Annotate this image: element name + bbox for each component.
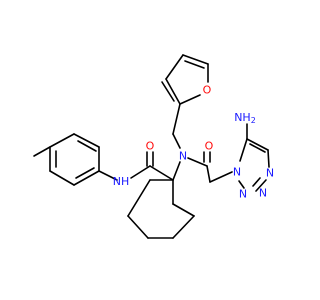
bond	[172, 103, 181, 135]
atom-nh2: NH2	[234, 111, 256, 125]
bond	[179, 94, 201, 105]
atom-labels: NH O N O O NH2 N N N N	[113, 84, 274, 201]
bond	[130, 165, 151, 179]
bond	[127, 215, 149, 239]
bond	[75, 167, 95, 179]
atom-o-acyl: O	[205, 140, 214, 153]
bond	[161, 81, 175, 102]
bond	[246, 138, 269, 151]
bond	[249, 143, 266, 153]
bond	[73, 133, 100, 148]
bond	[172, 161, 181, 181]
molecule-structure: NH O N O O NH2 N N N N	[33, 54, 274, 239]
bond	[49, 133, 75, 148]
bond	[187, 157, 208, 167]
atom-o-furan: O	[203, 84, 212, 97]
bond	[33, 146, 51, 157]
atom-n-tetrazole-4: N	[266, 167, 274, 180]
bond	[255, 179, 267, 192]
bond	[239, 138, 248, 162]
atom-n-tetrazole-2: N	[239, 188, 247, 201]
bond	[206, 165, 211, 183]
atom-n-center: N	[179, 150, 187, 163]
atom-n-tetrazole-1: N	[233, 166, 241, 179]
bond	[165, 78, 181, 105]
bond	[252, 177, 261, 187]
bond	[77, 140, 97, 152]
bond	[127, 179, 151, 217]
bond	[182, 54, 209, 65]
bond	[184, 60, 205, 69]
bond	[172, 203, 195, 217]
atom-o-amide: O	[146, 140, 155, 153]
bond	[172, 133, 181, 149]
bond	[238, 180, 245, 189]
bonds	[33, 54, 270, 239]
bond	[73, 170, 100, 186]
bond	[49, 170, 75, 186]
bond	[172, 215, 195, 239]
bond	[209, 171, 233, 183]
atom-n-tetrazole-3: N	[259, 187, 267, 200]
bond	[98, 170, 118, 181]
bond	[149, 165, 174, 181]
bond	[165, 54, 184, 80]
bond	[267, 149, 270, 168]
atom-n-amide: NH	[113, 175, 130, 188]
